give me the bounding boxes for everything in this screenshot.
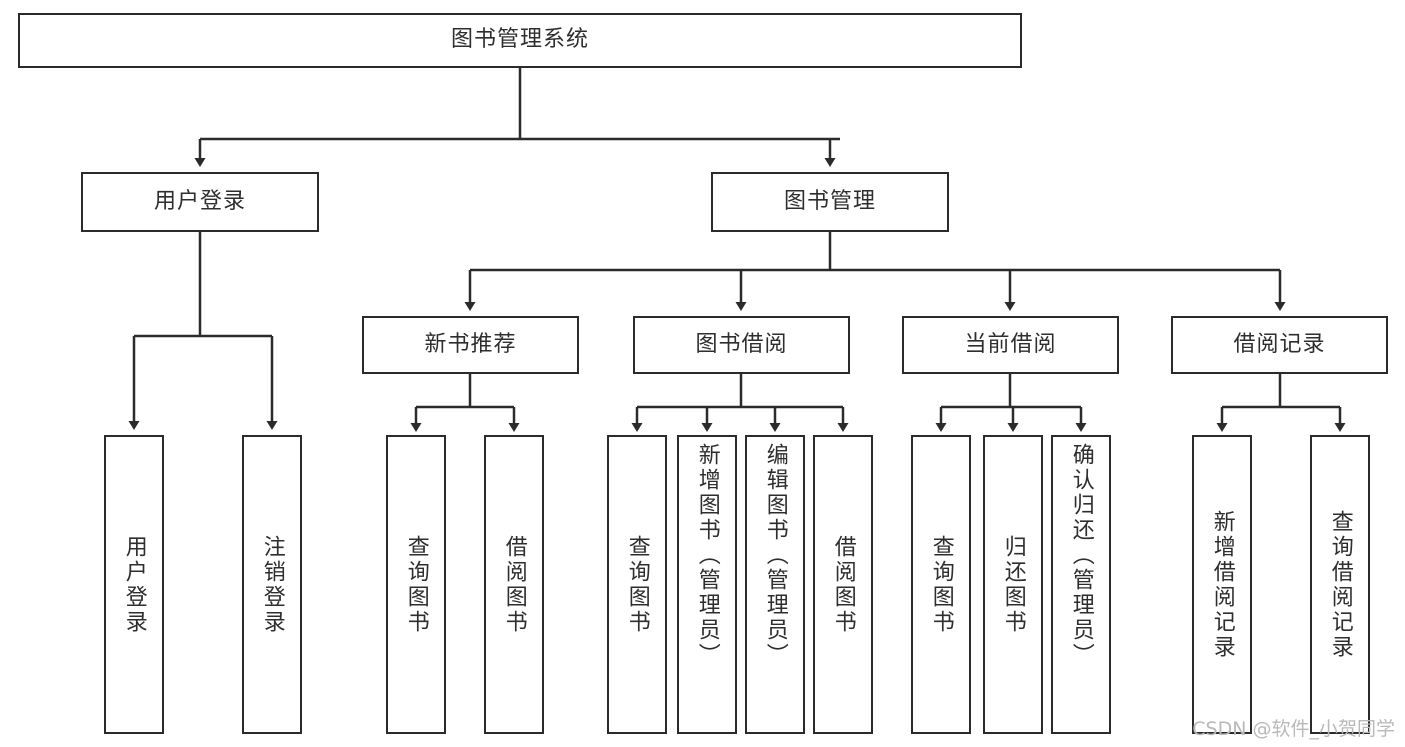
leaf-logout-label: 注销登录 (259, 534, 285, 635)
leaf-query-book-borrow-label: 查询图书 (624, 534, 650, 635)
leaf-query-book-current[interactable]: 查询图书 (911, 435, 971, 734)
leaf-query-book-borrow[interactable]: 查询图书 (607, 435, 667, 734)
leaf-borrow-book-new-label: 借阅图书 (501, 534, 527, 635)
watermark-text: CSDN @软件_小贺同学 (1192, 718, 1395, 740)
node-book-borrow[interactable]: 图书借阅 (633, 316, 850, 374)
leaf-edit-book-admin-label: 编辑图书（管理员） (762, 443, 788, 668)
leaf-query-book-new-label: 查询图书 (403, 534, 429, 635)
leaf-user-login[interactable]: 用户登录 (104, 435, 164, 734)
node-current-borrow[interactable]: 当前借阅 (902, 316, 1119, 374)
node-book-management-label: 图书管理 (783, 188, 876, 214)
leaf-return-book[interactable]: 归还图书 (983, 435, 1043, 734)
node-root-label: 图书管理系统 (450, 27, 589, 53)
node-user-login-label: 用户登录 (153, 188, 246, 214)
leaf-query-book-current-label: 查询图书 (928, 534, 954, 635)
node-current-borrow-label: 当前借阅 (964, 331, 1057, 357)
leaf-add-borrow-record-label: 新增借阅记录 (1209, 509, 1235, 660)
node-new-book-recommend-label: 新书推荐 (424, 331, 517, 357)
leaf-confirm-return-admin[interactable]: 确认归还（管理员） (1051, 435, 1111, 734)
leaf-confirm-return-admin-label: 确认归还（管理员） (1068, 443, 1094, 668)
node-borrow-record[interactable]: 借阅记录 (1171, 316, 1388, 374)
node-user-login[interactable]: 用户登录 (81, 172, 319, 232)
leaf-query-borrow-record[interactable]: 查询借阅记录 (1310, 435, 1370, 734)
leaf-query-book-new[interactable]: 查询图书 (386, 435, 446, 734)
leaf-add-book-admin-label: 新增图书（管理员） (694, 443, 720, 668)
leaf-logout[interactable]: 注销登录 (242, 435, 302, 734)
leaf-borrow-book-new[interactable]: 借阅图书 (484, 435, 544, 734)
node-root[interactable]: 图书管理系统 (18, 13, 1022, 68)
node-book-management[interactable]: 图书管理 (711, 172, 949, 232)
leaf-query-borrow-record-label: 查询借阅记录 (1327, 509, 1353, 660)
leaf-borrow-book-label: 借阅图书 (830, 534, 856, 635)
node-new-book-recommend[interactable]: 新书推荐 (362, 316, 579, 374)
node-borrow-record-label: 借阅记录 (1233, 331, 1326, 357)
leaf-edit-book-admin[interactable]: 编辑图书（管理员） (745, 435, 805, 734)
node-book-borrow-label: 图书借阅 (695, 331, 788, 357)
leaf-return-book-label: 归还图书 (1000, 534, 1026, 635)
leaf-user-login-label: 用户登录 (121, 534, 147, 635)
leaf-borrow-book[interactable]: 借阅图书 (813, 435, 873, 734)
leaf-add-borrow-record[interactable]: 新增借阅记录 (1192, 435, 1252, 734)
leaf-add-book-admin[interactable]: 新增图书（管理员） (677, 435, 737, 734)
